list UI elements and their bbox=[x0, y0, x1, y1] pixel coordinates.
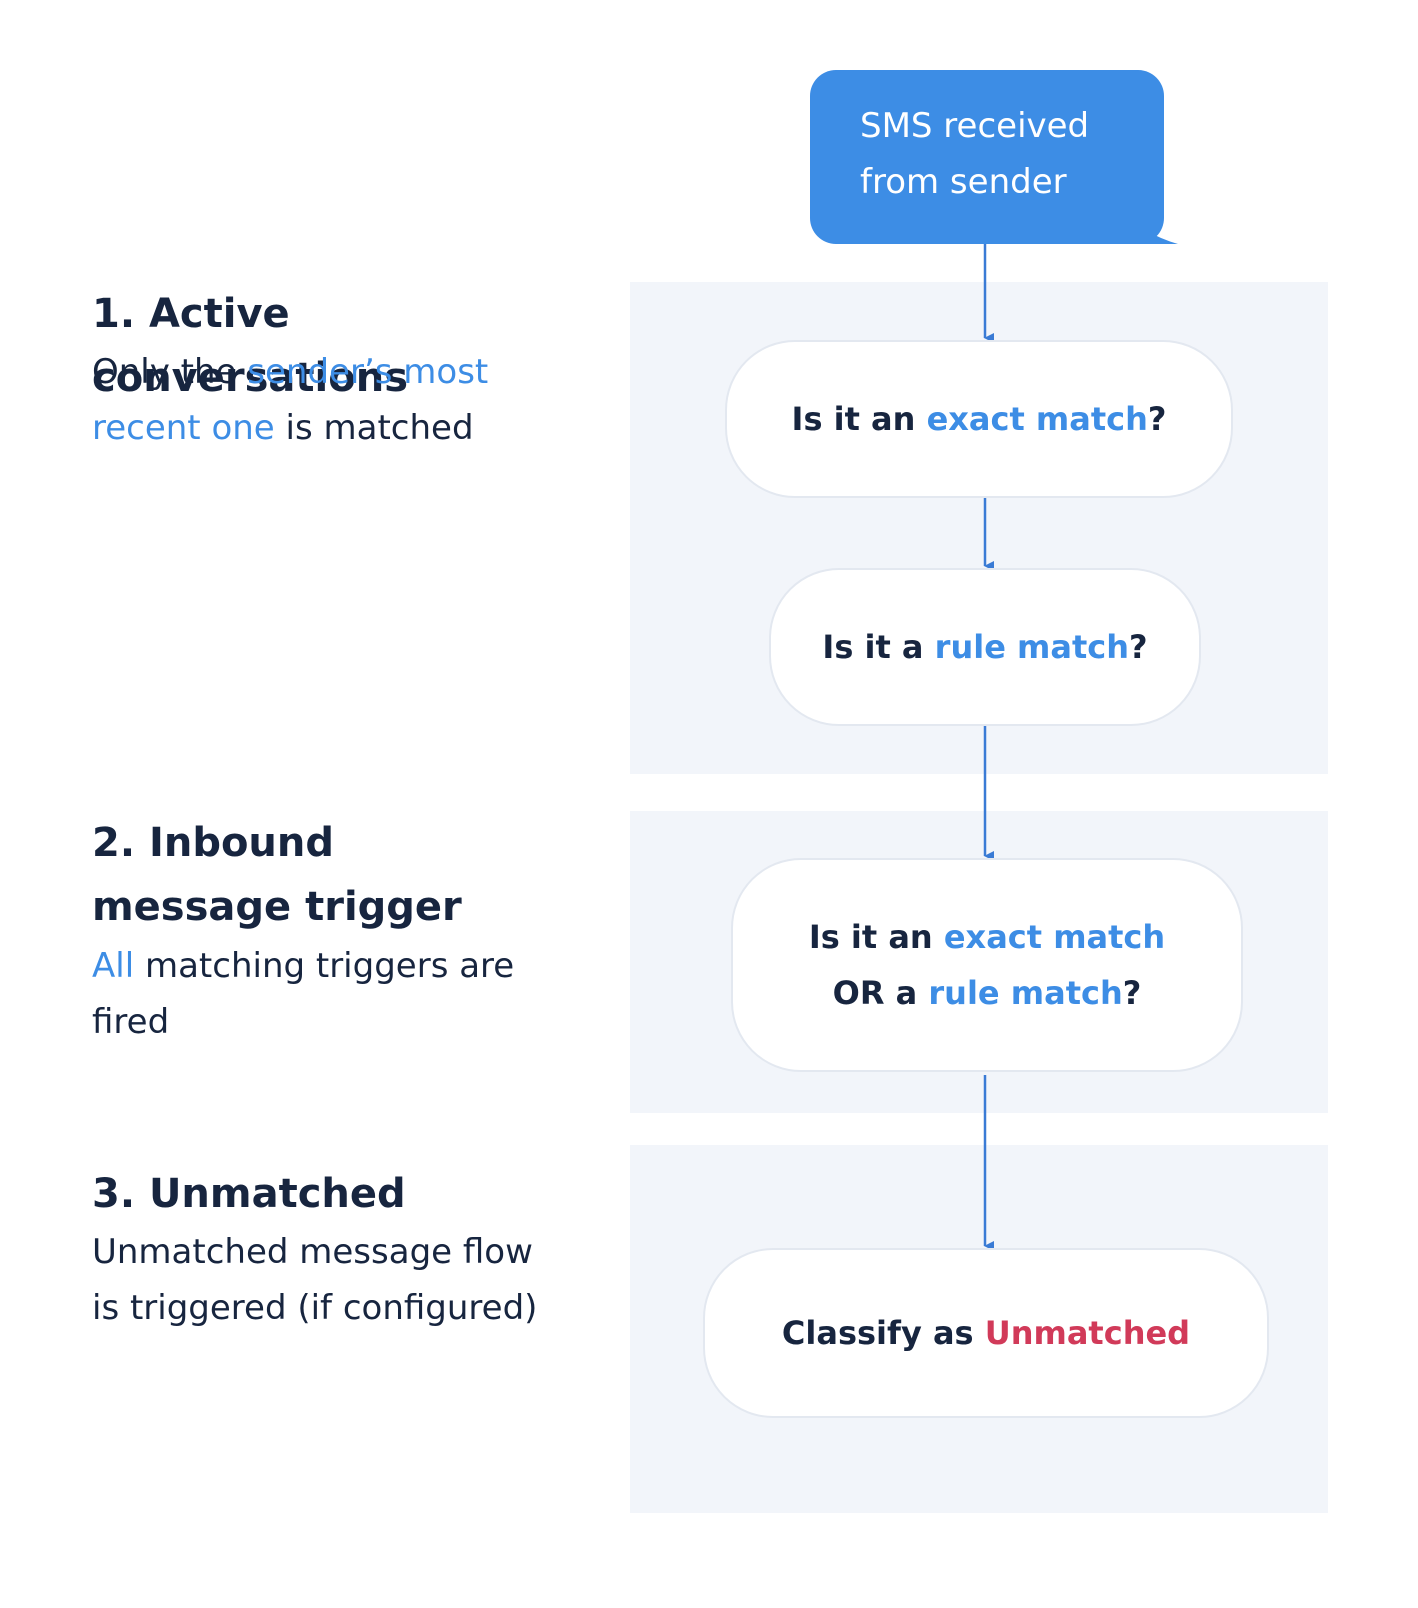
section-1-desc-highlight: sender’s most recent one bbox=[92, 352, 489, 448]
exact-or-rule-line1: Is it an exact match bbox=[809, 909, 1165, 965]
exact-match-node-highlight: exact match bbox=[926, 400, 1148, 438]
sms-received-line2: from sender bbox=[860, 162, 1067, 202]
rule-match-node-pre: Is it a bbox=[822, 628, 935, 666]
section-1-description: Only the sender’s most recent one is mat… bbox=[92, 344, 522, 456]
section-3-description: Unmatched message flow is triggered (if … bbox=[92, 1232, 538, 1328]
classify-unmatched-pre: Classify as bbox=[781, 1314, 985, 1352]
exact-match-node-pre: Is it an bbox=[791, 400, 927, 438]
rule-match-node: Is it a rule match? bbox=[769, 568, 1201, 726]
rule-match-node-highlight: rule match bbox=[934, 628, 1130, 666]
classify-unmatched-highlight: Unmatched bbox=[984, 1314, 1191, 1352]
exact-or-rule-line1-pre: Is it an bbox=[808, 918, 944, 956]
classify-unmatched-node: Classify as Unmatched bbox=[703, 1248, 1269, 1418]
exact-match-node-post: ? bbox=[1147, 400, 1167, 438]
section-1-desc-text-end: is matched bbox=[274, 408, 474, 448]
sms-received-bubble: SMS received from sender bbox=[810, 70, 1164, 244]
exact-or-rule-line2-highlight: rule match bbox=[928, 974, 1123, 1012]
exact-match-node: Is it an exact match? bbox=[725, 340, 1233, 498]
section-1-title: 1. Active conversations bbox=[92, 291, 408, 401]
sms-received-line1: SMS received bbox=[860, 106, 1090, 146]
section-2-desc-text: matching triggers are fired bbox=[92, 946, 515, 1042]
exact-or-rule-line1-highlight: exact match bbox=[943, 918, 1166, 956]
section-2-title: 2. Inbound message trigger bbox=[92, 820, 462, 930]
section-2-description: All matching triggers are fired bbox=[92, 938, 552, 1050]
section-1-desc-text: Only the bbox=[92, 352, 248, 392]
exact-or-rule-match-node: Is it an exact match OR a rule match? bbox=[731, 858, 1243, 1072]
exact-or-rule-line2: OR a rule match? bbox=[809, 965, 1165, 1021]
rule-match-node-post: ? bbox=[1129, 628, 1148, 666]
section-3-title: 3. Unmatched bbox=[92, 1171, 406, 1217]
section-2-desc-highlight: All bbox=[92, 946, 135, 986]
exact-or-rule-line2-post: ? bbox=[1122, 974, 1142, 1012]
exact-or-rule-line2-pre: OR a bbox=[832, 974, 929, 1012]
